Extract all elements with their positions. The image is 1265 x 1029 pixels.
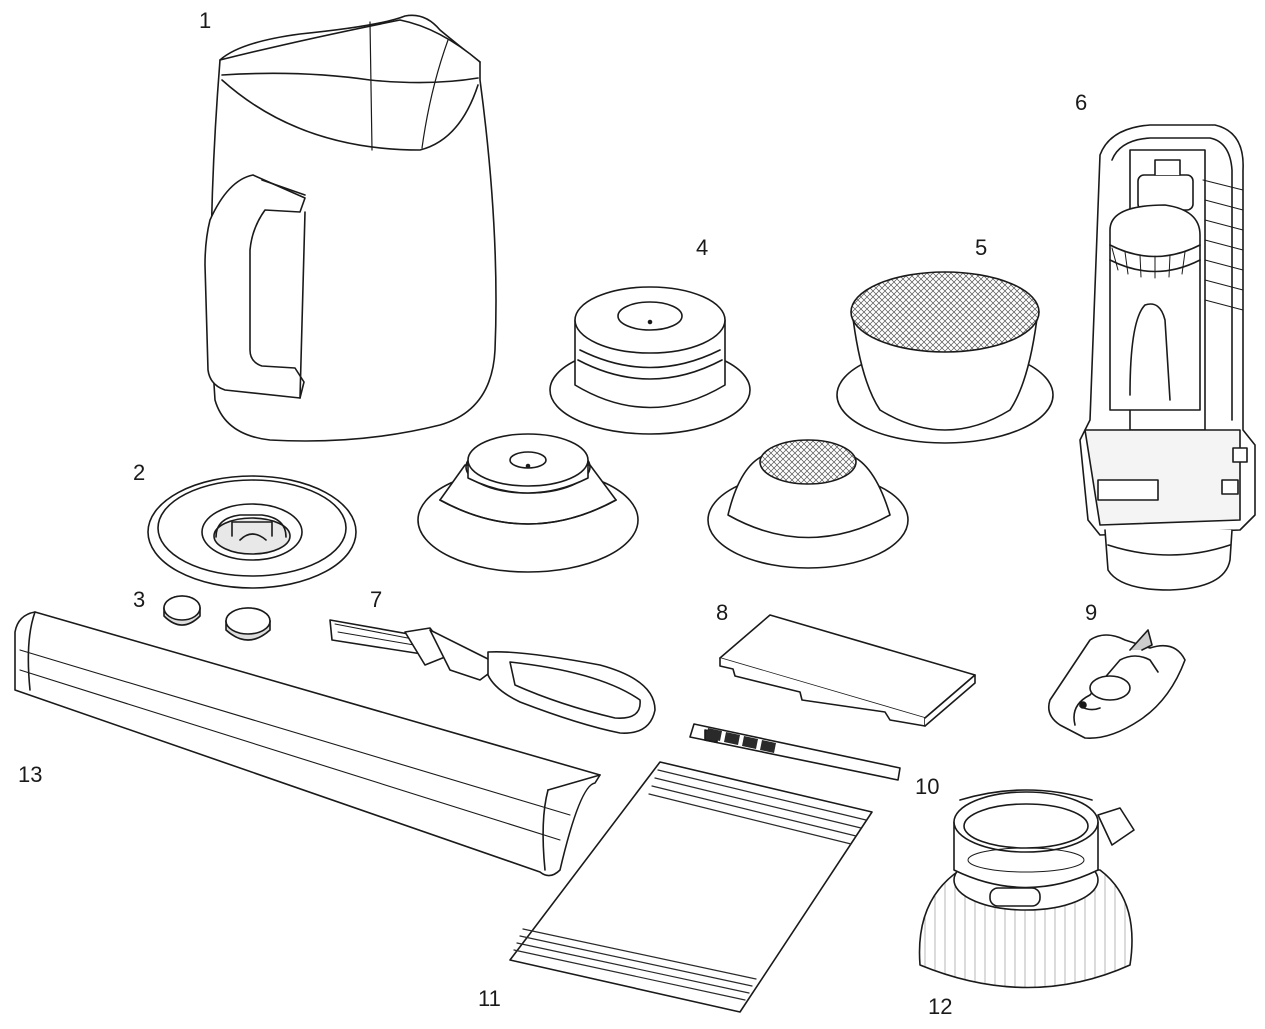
mesh-basket-single-illustration — [837, 272, 1053, 443]
dosing-funnel-illustration — [920, 790, 1135, 988]
callout-label-11: 11 — [478, 986, 501, 1011]
callout-label-8: 8 — [716, 600, 729, 625]
pressurized-basket-double-illustration — [418, 434, 638, 572]
milk-jug-illustration — [205, 15, 496, 441]
callout-label-2: 2 — [133, 460, 146, 485]
callout-label-1: 1 — [199, 8, 212, 33]
cleaning-tablets-illustration — [164, 596, 270, 640]
cleaning-disc-illustration — [148, 476, 356, 588]
cleaning-cloth-illustration — [510, 762, 872, 1012]
callout-label-3: 3 — [133, 587, 146, 612]
callout-label-9: 9 — [1085, 600, 1098, 625]
mesh-basket-double-illustration — [708, 440, 908, 568]
drip-tray-cover-illustration — [15, 612, 600, 876]
callout-label-13: 13 — [18, 762, 43, 787]
cleaning-card-illustration — [720, 615, 975, 726]
callout-label-4: 4 — [696, 235, 709, 260]
steam-wand-tool-illustration — [1049, 630, 1185, 738]
callout-label-5: 5 — [975, 235, 988, 260]
tamper-device-illustration — [1080, 125, 1255, 590]
callout-label-6: 6 — [1075, 90, 1088, 115]
cleaning-tool-illustration — [330, 620, 655, 733]
callout-label-12: 12 — [928, 994, 953, 1019]
callout-label-10: 10 — [915, 774, 940, 799]
test-strip-illustration — [690, 724, 900, 780]
callout-label-7: 7 — [370, 587, 383, 612]
pressurized-basket-single-illustration — [550, 287, 750, 434]
